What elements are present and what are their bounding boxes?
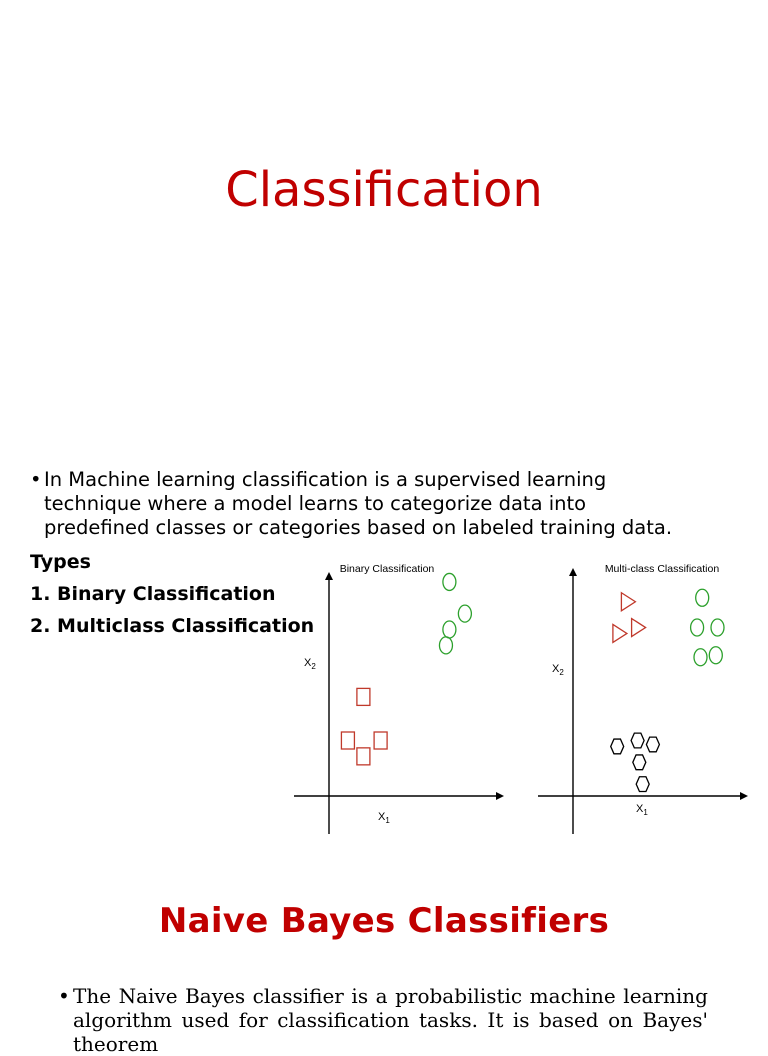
- types-list: Types 1. Binary Classification 2. Multic…: [30, 548, 314, 644]
- definition-text: In Machine learning classification is a …: [44, 468, 673, 539]
- types-heading: Types: [30, 551, 91, 573]
- x-axis-subscript: 1: [385, 816, 390, 825]
- circle-point: [689, 618, 705, 637]
- triangle-point: [630, 617, 647, 638]
- x-axis-label: X1: [378, 811, 390, 825]
- y-axis-label: X2: [552, 663, 564, 677]
- circle-point: [708, 646, 723, 665]
- naive-bayes-text: The Naive Bayes classifier is a probabil…: [73, 984, 708, 1056]
- hexagon-point: [645, 736, 661, 753]
- circle-point: [438, 636, 454, 655]
- chart-title: Binary Classification: [340, 563, 435, 575]
- naive-bayes-title: Naive Bayes Classifiers: [158, 901, 610, 941]
- naive-bayes-bullet: • The Naive Bayes classifier is a probab…: [58, 984, 708, 1056]
- square-point: [356, 687, 371, 707]
- type-item-binary: 1. Binary Classification: [30, 583, 276, 605]
- circle-point: [442, 620, 457, 639]
- square-point: [373, 731, 388, 750]
- triangle-point: [612, 623, 629, 644]
- circle-point: [693, 648, 708, 667]
- square-point: [356, 747, 371, 766]
- circle-point: [710, 618, 725, 637]
- hexagon-point: [609, 738, 625, 755]
- triangle-point: [620, 591, 637, 612]
- circle-point: [457, 604, 473, 623]
- slide-title: Classification: [225, 162, 543, 218]
- circle-point: [442, 572, 457, 592]
- bullet-marker: •: [58, 984, 70, 1008]
- x-axis-label: X1: [636, 803, 648, 817]
- hexagon-point: [630, 732, 645, 749]
- y-axis-label: X2: [304, 657, 316, 671]
- bullet-marker: •: [30, 468, 42, 491]
- type-item-multiclass: 2. Multiclass Classification: [30, 615, 315, 637]
- hexagon-point: [635, 776, 650, 793]
- chart-title: Multi-class Classification: [605, 563, 720, 575]
- hexagon-point: [632, 754, 647, 771]
- x-axis-subscript: 1: [643, 808, 648, 817]
- y-axis-subscript: 2: [559, 668, 564, 677]
- square-point: [340, 731, 356, 750]
- definition-bullet: • In Machine learning classification is …: [30, 468, 680, 540]
- circle-point: [695, 588, 710, 607]
- y-axis-subscript: 2: [311, 662, 316, 671]
